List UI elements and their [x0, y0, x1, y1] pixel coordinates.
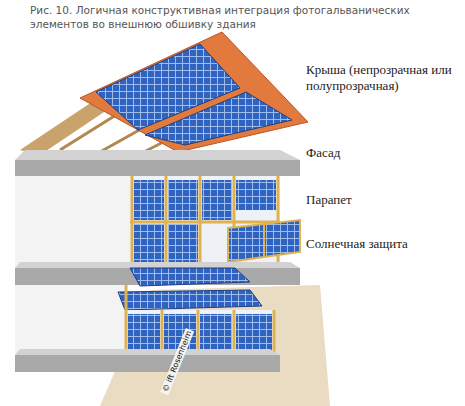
ground — [100, 285, 330, 406]
figure-title: Рис. 10. Логичная конструктивная интегра… — [30, 4, 440, 31]
floor-slab — [15, 355, 280, 372]
parapet-pv-panel — [228, 220, 300, 262]
facade-pv-panel — [134, 180, 164, 220]
part-label: Солнечная защита — [306, 236, 461, 252]
facade-pv-panel — [202, 180, 232, 220]
floor-slab — [15, 150, 300, 160]
facade-frame — [126, 285, 274, 355]
interior-wall — [15, 176, 130, 268]
facade-pv-panel — [168, 224, 198, 264]
floor-slab — [15, 160, 300, 176]
facade-pv-panel — [236, 180, 276, 210]
part-label: Фасад — [306, 145, 456, 161]
part-label: Крыша (непрозрачная или полупрозрачная) — [306, 62, 456, 95]
facade-pv-panel — [168, 180, 198, 220]
facade-pv-panel — [128, 314, 160, 352]
part-label: Парапет — [306, 192, 456, 208]
roof-pv-panel — [145, 92, 292, 145]
shading-pv-panel — [130, 268, 250, 286]
facade-back — [125, 310, 275, 355]
floor-slab — [15, 262, 300, 268]
roof-slab — [80, 32, 308, 152]
facade-pv-panel — [236, 314, 272, 352]
facade-pv-panel — [134, 224, 164, 264]
facade-pv-panel — [200, 314, 232, 352]
floor-slab — [15, 268, 300, 285]
interior-wall — [15, 285, 125, 355]
shading-pv-panel — [118, 290, 262, 310]
parapet-frame — [263, 224, 265, 257]
floor-slab — [15, 349, 280, 355]
